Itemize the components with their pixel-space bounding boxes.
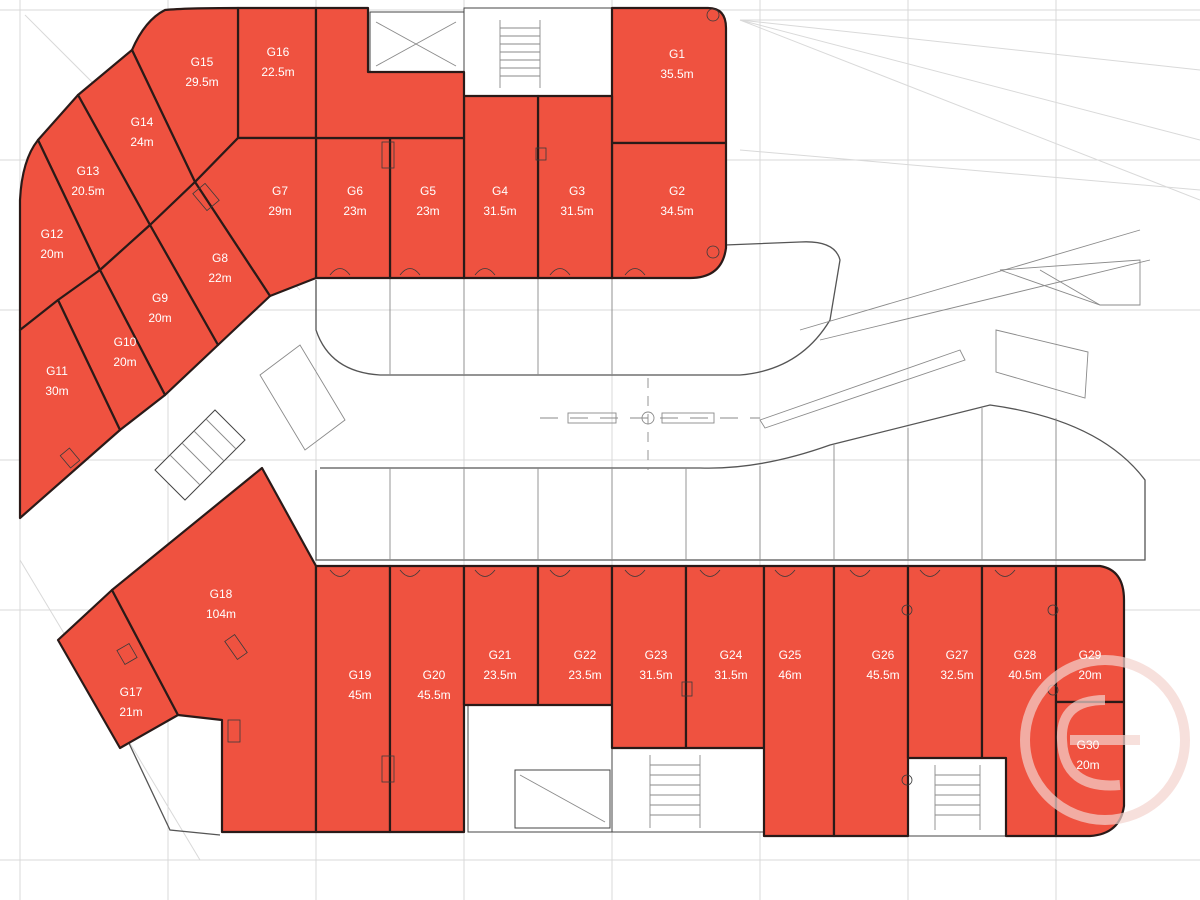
unit-g25[interactable] — [762, 564, 836, 838]
unit-code: G11 — [46, 364, 68, 378]
unit-area: 21m — [119, 705, 142, 719]
unit-g18[interactable] — [110, 466, 318, 834]
unit-code: G5 — [420, 184, 436, 198]
unit-area: 20.5m — [71, 184, 104, 198]
unit-area: 20m — [148, 311, 171, 325]
unit-area: 23.5m — [483, 668, 516, 682]
unit-area: 104m — [206, 607, 236, 621]
unit-area: 20m — [40, 247, 63, 261]
unit-code: G20 — [423, 668, 446, 682]
unit-code: G14 — [131, 115, 154, 129]
unit-g27[interactable] — [906, 564, 984, 760]
unit-code: G15 — [191, 55, 214, 69]
unit-code: G8 — [212, 251, 228, 265]
unit-code: G21 — [489, 648, 512, 662]
unit-code: G2 — [669, 184, 685, 198]
unit-area: 45.5m — [417, 688, 450, 702]
unit-area: 20m — [1078, 668, 1101, 682]
unit-area: 30m — [45, 384, 68, 398]
unit-area: 31.5m — [639, 668, 672, 682]
unit-code: G6 — [347, 184, 363, 198]
unit-g26[interactable] — [832, 564, 910, 838]
unit-code: G13 — [77, 164, 100, 178]
unit-code: G27 — [946, 648, 969, 662]
unit-g2[interactable] — [610, 141, 728, 280]
unit-area: 20m — [1076, 758, 1099, 772]
unit-area: 23m — [343, 204, 366, 218]
unit-code: G24 — [720, 648, 743, 662]
unit-labels: G1 35.5m G2 34.5m G3 31.5m G4 31.5m G5 2… — [40, 45, 1101, 772]
unit-code: G26 — [872, 648, 895, 662]
unit-area: 45.5m — [866, 668, 899, 682]
unit-code: G9 — [152, 291, 168, 305]
unit-g1[interactable] — [610, 6, 728, 145]
unit-code: G28 — [1014, 648, 1037, 662]
unit-code: G4 — [492, 184, 508, 198]
unit-code: G23 — [645, 648, 668, 662]
stairs — [117, 7, 1007, 837]
unit-area: 32.5m — [940, 668, 973, 682]
door-swings — [59, 8, 1059, 786]
unit-code: G16 — [267, 45, 290, 59]
unit-code: G10 — [114, 335, 137, 349]
unit-g7[interactable] — [193, 136, 318, 298]
unit-g11[interactable] — [18, 298, 122, 520]
unit-g22[interactable] — [536, 564, 614, 707]
unit-area: 22.5m — [261, 65, 294, 79]
unit-code: G7 — [272, 184, 288, 198]
unit-area: 24m — [130, 135, 153, 149]
unit-area: 29.5m — [185, 75, 218, 89]
unit-code: G25 — [779, 648, 802, 662]
watermark-logo — [1020, 655, 1190, 825]
retail-units — [18, 6, 1126, 838]
unit-area: 31.5m — [714, 668, 747, 682]
unit-code: G18 — [210, 587, 233, 601]
unit-area: 34.5m — [660, 204, 693, 218]
unit-area: 40.5m — [1008, 668, 1041, 682]
unit-g21[interactable] — [462, 564, 540, 707]
unit-area: 22m — [208, 271, 231, 285]
unit-area: 20m — [113, 355, 136, 369]
unit-area: 29m — [268, 204, 291, 218]
unit-g20[interactable] — [388, 564, 466, 834]
unit-code: G3 — [569, 184, 585, 198]
unit-area: 23m — [416, 204, 439, 218]
unit-area: 31.5m — [483, 204, 516, 218]
parking-area — [259, 229, 1151, 561]
unit-area: 45m — [348, 688, 371, 702]
unit-area: 31.5m — [560, 204, 593, 218]
unit-area: 23.5m — [568, 668, 601, 682]
unit-code: G22 — [574, 648, 597, 662]
unit-code: G19 — [349, 668, 372, 682]
unit-area: 35.5m — [660, 67, 693, 81]
unit-code: G12 — [41, 227, 64, 241]
unit-code: G17 — [120, 685, 143, 699]
unit-code: G29 — [1079, 648, 1102, 662]
unit-code: G30 — [1077, 738, 1100, 752]
unit-code: G1 — [669, 47, 685, 61]
unit-area: 46m — [778, 668, 801, 682]
unit-g12[interactable] — [18, 138, 102, 332]
